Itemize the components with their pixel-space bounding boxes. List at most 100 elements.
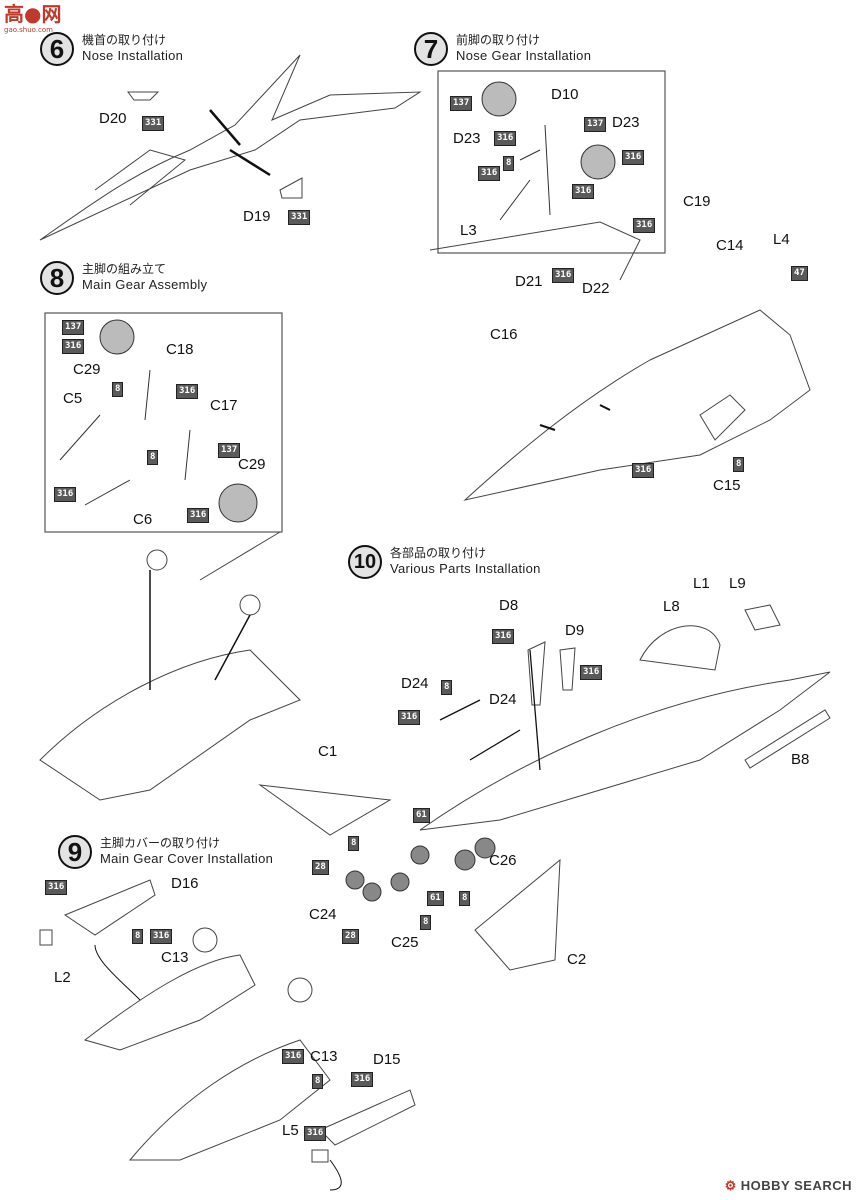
paint-code: 61 [413,808,430,823]
part-label: L4 [773,231,790,248]
gear-bay-fuselage-drawing [83,954,256,1051]
part-label: D19 [243,208,271,225]
step-9-header: 9 主脚カバーの取り付け Main Gear Cover Installatio… [58,835,273,869]
nose-wheel-drawing [481,81,517,117]
paint-code: 8 [441,680,453,695]
paint-code: 316 [492,629,515,644]
part-d20-shape [127,91,160,101]
part-d15-shape [319,1089,416,1146]
part-label: C24 [309,906,337,923]
part-l2-shape [39,929,53,946]
part-label: C17 [210,397,238,414]
part-label: C5 [63,390,83,407]
part-label: L8 [663,598,680,615]
paint-code: 316 [580,665,603,680]
hobby-search-watermark: ⚙HOBBY SEARCH [725,1178,852,1194]
paint-code: 316 [176,384,199,399]
nose-wheel-drawing-2 [580,144,616,180]
paint-code: 8 [733,457,745,472]
part-label: C18 [166,341,194,358]
part-label: C26 [489,852,517,869]
paint-code: 8 [503,156,515,171]
part-label: C13 [161,949,189,966]
step-title-en: Nose Gear Installation [456,48,592,63]
part-label: C29 [73,361,101,378]
part-c2-wing [474,858,561,971]
step-10-header: 10 各部品の取り付け Various Parts Installation [348,545,541,579]
paint-code: 316 [622,150,645,165]
main-wheel-drawing [99,319,135,355]
paint-code: 316 [572,184,595,199]
paint-code: 316 [150,929,173,944]
part-label: D9 [565,622,585,639]
part-label: D20 [99,110,127,127]
hobby-search-logo-icon: ⚙ [724,1178,737,1193]
nose-gear-inset-box [437,70,666,254]
paint-code: 8 [348,836,360,851]
main-gear-inset-box [44,312,283,533]
nose-section-drawing [39,54,422,241]
step-title-jp: 各部品の取り付け [390,546,487,560]
paint-code: 28 [312,860,329,875]
part-label: L9 [729,575,746,592]
part-label: C6 [133,511,153,528]
paint-code: 137 [62,320,85,335]
part-label: C2 [567,951,587,968]
part-label: C16 [490,326,518,343]
paint-code: 61 [427,891,444,906]
step-8-header: 8 主脚の組み立て Main Gear Assembly [40,261,207,295]
step-number: 6 [40,32,74,66]
step-6-header: 6 機首の取り付け Nose Installation [40,32,183,66]
paint-code: 137 [218,443,241,458]
part-label: L2 [54,969,71,986]
part-label: L5 [282,1122,299,1139]
paint-code: 8 [459,891,471,906]
paint-code: 316 [62,339,85,354]
paint-code: 316 [494,131,517,146]
step-title-jp: 主脚の組み立て [82,262,167,276]
step-number: 10 [348,545,382,579]
paint-code: 316 [45,880,68,895]
part-label: B8 [791,751,810,768]
paint-code: 316 [478,166,501,181]
step-number: 7 [414,32,448,66]
paint-code: 8 [112,382,124,397]
part-label: C15 [713,477,741,494]
part-label: L3 [460,222,477,239]
step-number: 8 [40,261,74,295]
part-label: D22 [582,280,610,297]
gear-bay-fuselage-drawing-2 [128,1039,331,1161]
paint-code: 8 [147,450,159,465]
part-d19-shape [279,177,303,199]
part-label: C19 [683,193,711,210]
paint-code: 331 [142,116,165,131]
main-gear-fuselage-drawing [39,649,301,801]
part-c1-wing [258,784,392,836]
step-title-jp: 機首の取り付け [82,33,167,47]
part-d8-shape [527,641,546,706]
logo-text: 高●网 [4,2,62,26]
paint-code: 47 [791,266,808,281]
step-title-en: Nose Installation [82,48,184,63]
paint-code: 316 [187,508,210,523]
step-title-jp: 前脚の取り付け [456,33,541,47]
paint-code: 8 [132,929,144,944]
paint-code: 331 [288,210,311,225]
part-label: D24 [489,691,517,708]
part-label: C25 [391,934,419,951]
footer-brand: HOBBY SEARCH [740,1178,852,1193]
part-label: D15 [373,1051,401,1068]
part-label: C1 [318,743,338,760]
main-wheel-drawing-2 [218,483,258,523]
part-label: C14 [716,237,744,254]
cockpit-canopy-outline [94,149,187,206]
part-label: L1 [693,575,710,592]
step-title-en: Main Gear Assembly [82,277,208,292]
paint-code: 316 [552,268,575,283]
paint-code: 316 [398,710,421,725]
forward-fuselage-drawing [463,309,811,501]
paint-code: 8 [312,1074,324,1089]
part-label: D16 [171,875,199,892]
